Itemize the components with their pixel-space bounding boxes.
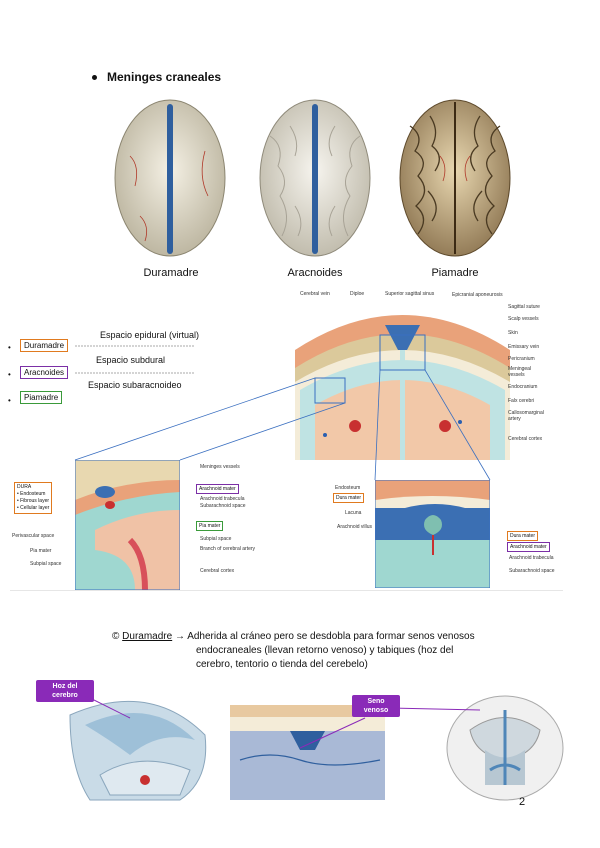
label-subarachnoid-space-right: Subarachnoid space <box>509 568 555 574</box>
pia-brain-image <box>399 99 511 257</box>
label-endocranium: Endocranium <box>508 384 538 390</box>
bullet-icon <box>92 75 97 81</box>
label-subpial-space-left: Subpial space <box>30 561 62 567</box>
legend-dura-box: Duramadre <box>20 339 69 352</box>
label-cerebral-cortex-left: Cerebral cortex <box>200 568 235 574</box>
label-meninges-vessels: Meninges vessels <box>200 464 240 470</box>
label-skin: Skin <box>508 330 518 336</box>
label-branch-cerebral-artery: Branch of cerebral artery <box>200 546 256 552</box>
section-divider <box>10 590 563 591</box>
duramadre-description-line1: © Duramadre → Adherida al cráneo pero se… <box>112 631 475 642</box>
label-cerebral-vein: Cerebral vein <box>300 291 330 297</box>
arachnoid-brain-image <box>259 99 371 257</box>
label-subpial-space-r: Subpial space <box>200 536 232 542</box>
brain-illustrations <box>114 99 511 257</box>
pia-brain-label: Piamadre <box>431 267 479 279</box>
label-pericranium: Pericranium <box>508 356 535 362</box>
label-falx-cerebri: Falx cerebri <box>508 398 535 404</box>
legend-arachnoid-box: Aracnoides <box>20 366 69 379</box>
label-arachnoid-trabecula: Arachnoid trabecula <box>200 496 245 502</box>
label-dura-mater-box-right: Dura mater <box>507 531 539 541</box>
legend-connector-lines <box>75 345 195 374</box>
label-arachnoid-villus: Arachnoid villus <box>337 524 373 530</box>
label-pia-mater-box: Pia mater <box>196 521 224 531</box>
left-inset-image <box>75 460 180 590</box>
seno-venoso-callout: Seno venoso <box>352 695 400 717</box>
label-scalp-vessels: Scalp vessels <box>508 316 539 322</box>
label-endosteum: Endosteum <box>335 485 361 491</box>
dura-brain-image <box>114 99 226 257</box>
legend-bullet-1: • <box>8 343 11 352</box>
duramadre-description-line3: cerebro, tentorio o tienda del cerebelo) <box>196 659 368 670</box>
section-title: Meninges craneales <box>92 70 221 84</box>
label-perivascular-space: Perivascular space <box>12 533 55 539</box>
label-lacuna: Lacuna <box>345 510 362 516</box>
legend-pia-box: Piamadre <box>20 391 63 404</box>
label-callosomarginal-artery: Callosomarginal artery <box>508 410 544 422</box>
duramadre-term: Duramadre <box>122 631 173 642</box>
label-diploe: Diploe <box>350 291 365 297</box>
label-sagittal-suture: Sagittal suture <box>508 304 540 310</box>
dural-folds-image <box>446 695 564 801</box>
right-inset-image <box>375 480 490 588</box>
legend-bullet-3: • <box>8 396 11 405</box>
space-subdural: Espacio subdural <box>96 355 166 365</box>
dura-layers-box: DURA • Endosteum • Fibrous layer • Cellu… <box>14 482 53 514</box>
label-subarachnoid-space: Subarachnoid space <box>200 503 246 509</box>
hoz-del-cerebro-callout: Hoz del cerebro <box>36 680 94 702</box>
label-dura-mater-box-left: Dura mater <box>333 493 365 503</box>
label-cerebral-cortex: Cerebral cortex <box>508 436 543 442</box>
page-number: 2 <box>519 796 526 808</box>
label-epicranial-aponeurosis: Epicranial aponeurosis <box>452 292 503 298</box>
label-pia-mater-left: Pia mater <box>30 548 52 554</box>
label-arachnoid-trabeculae: Arachnoid trabecula <box>509 555 554 561</box>
meninges-cross-section <box>295 290 510 460</box>
duramadre-description-line2: endocraneales (llevan retorno venoso) y … <box>196 645 454 656</box>
legend-bullet-2: • <box>8 370 11 379</box>
arachnoid-brain-label: Aracnoides <box>287 267 343 279</box>
label-arachnoid-mater-box-right: Arachnoid mater <box>507 542 550 552</box>
label-emissary-vein: Emissary vein <box>508 344 540 350</box>
label-arachnoid-mater-box: Arachnoid mater <box>196 484 239 494</box>
label-meningeal-vessels: Meningeal vessels <box>508 366 532 378</box>
dura-brain-label: Duramadre <box>143 267 199 279</box>
label-superior-sagittal-sinus: Superior sagittal sinus <box>385 291 435 297</box>
space-epidural: Espacio epidural (virtual) <box>100 330 200 340</box>
